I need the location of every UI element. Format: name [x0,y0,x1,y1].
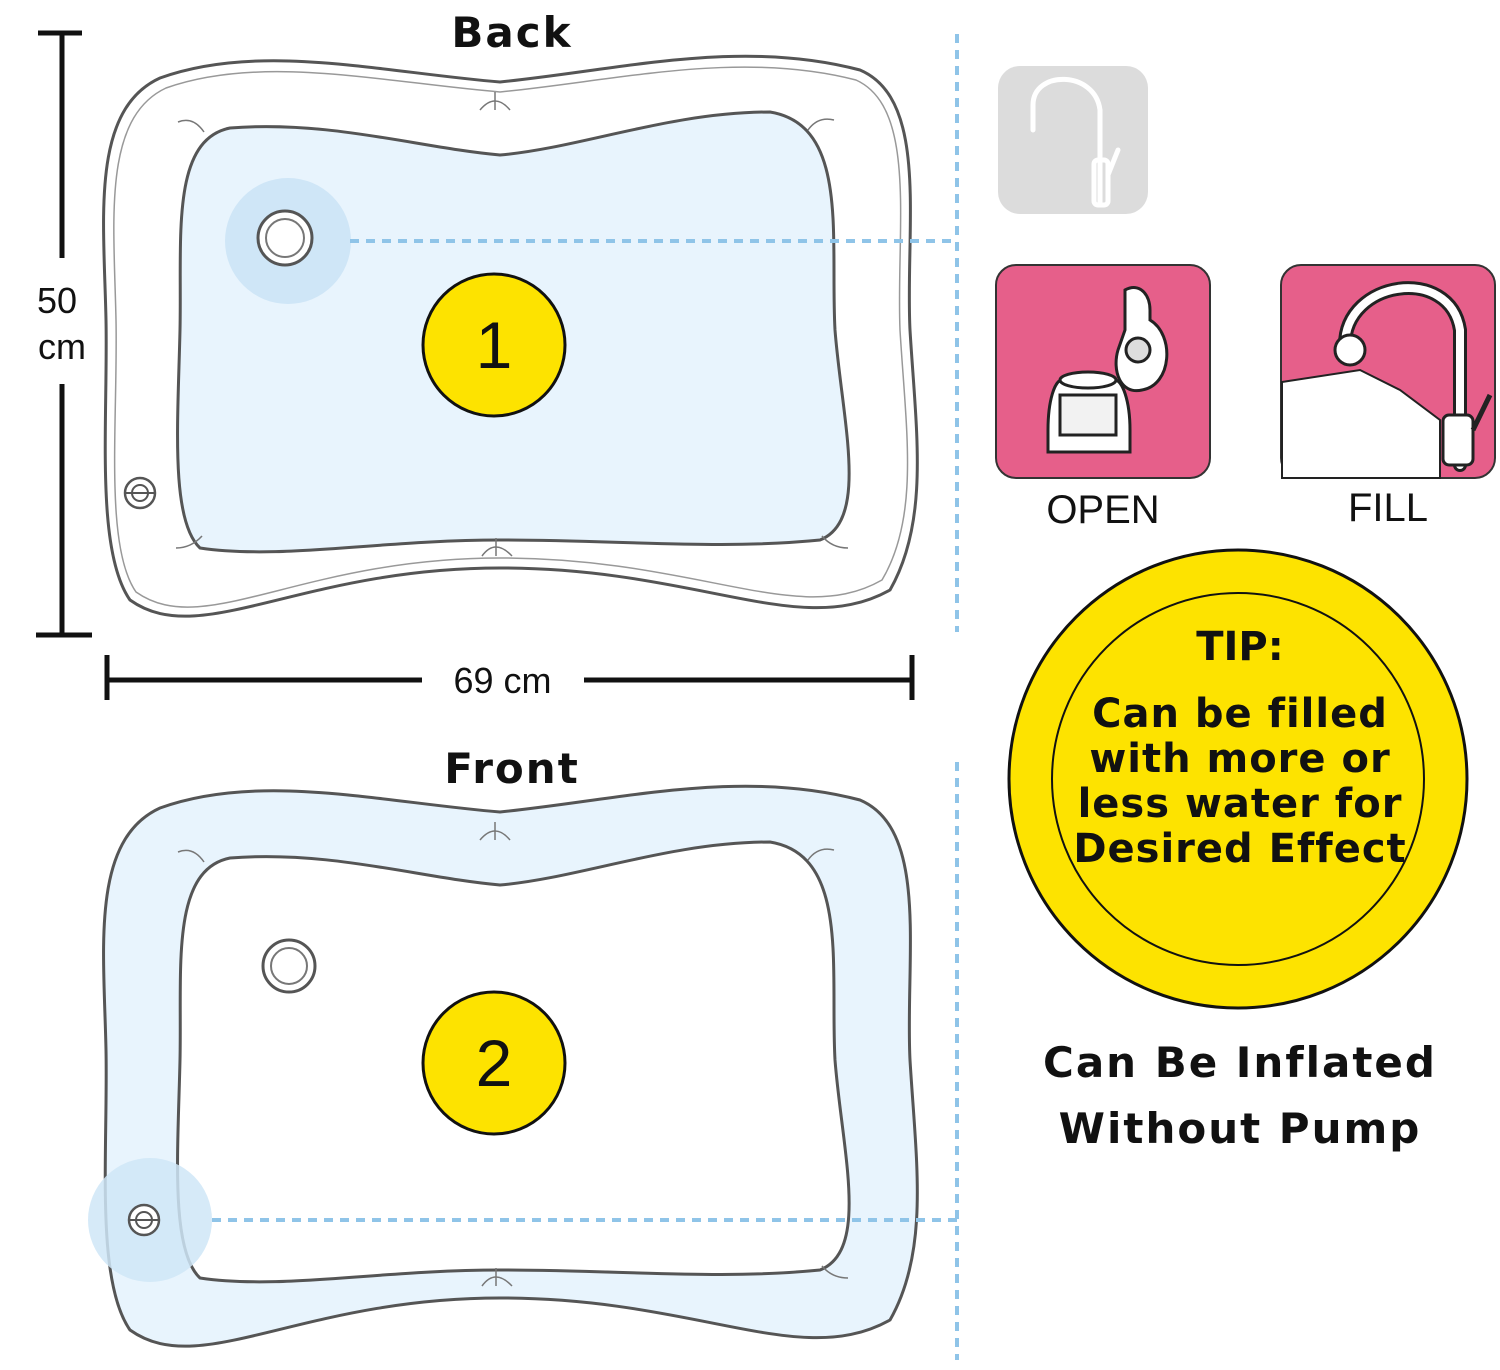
front-step-number: 2 [476,1026,513,1100]
front-view-title: Front [444,744,580,793]
back-mat-pleats [175,92,849,557]
step-fill-tile [1280,264,1496,479]
back-step-badge [421,272,567,418]
tip-line: less water for [1077,781,1403,827]
tip-line: Desired Effect [1073,826,1407,872]
width-label: 69 cm [453,660,552,701]
footer-line-1: Can Be Inflated [1043,1038,1437,1087]
front-mat: 2 [88,784,919,1348]
guide-lines [212,34,959,1360]
faucet-thumbnail [998,66,1148,214]
height-unit: cm [38,326,86,367]
footer-line-2: Without Pump [1058,1104,1422,1153]
back-mat: 1 [102,54,919,618]
step-open-tile [995,264,1211,479]
step-fill-label: FILL [1347,486,1429,530]
front-step-badge [421,990,567,1136]
faucet-icon [1281,281,1493,479]
back-step-number: 1 [476,308,513,382]
faucet-icon [1030,76,1121,208]
tip-line: with more or [1089,736,1391,782]
tip-line: Can be filled [1092,691,1388,737]
front-mat-pleats [177,822,849,1287]
step-open-label: OPEN [1046,488,1160,532]
valve-cap-icon [1046,286,1169,454]
tip-badge [1007,548,1469,1010]
height-dimension-line [36,30,92,638]
back-mat-outer-inner-edge [113,66,909,608]
tip-body: Can be filled with more or less water fo… [1060,692,1420,872]
back-air-valve-icon [123,476,157,510]
back-view-title: Back [451,8,573,57]
width-dimension-line [104,655,915,700]
tip-title: TIP: [1196,624,1284,670]
front-air-valve-icon [127,1203,161,1237]
height-value: 50 [36,280,78,321]
footer-note: Can Be Inflated Without Pump [1020,1030,1460,1162]
